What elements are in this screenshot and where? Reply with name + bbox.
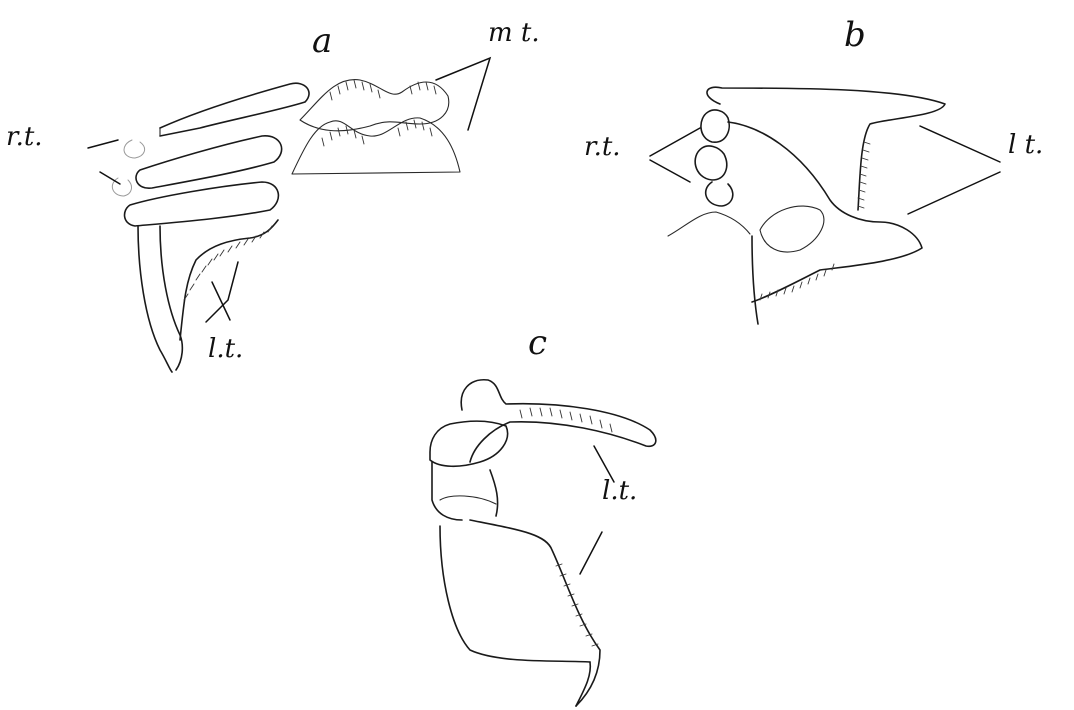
panel-b-rt-label: r.t.	[584, 134, 621, 160]
panel-a-lt-label: l.t.	[208, 336, 243, 362]
panel-b-drawing	[650, 87, 1000, 324]
panel-c-lt-leader-lower	[580, 532, 602, 574]
panel-a-mt-leader	[436, 58, 490, 130]
panel-c-letter: c	[528, 326, 547, 360]
panel-c-neck-left	[432, 462, 462, 520]
panel-c-jaw-outer	[440, 526, 590, 662]
panel-c-jaw-tip	[576, 662, 590, 706]
panel-b-knob-upper	[701, 110, 729, 142]
panel-a-rt-leader-upper	[88, 140, 118, 148]
panel-c-neck-right	[490, 470, 498, 516]
panel-a-jaw-edge	[180, 220, 278, 340]
panel-c-lt-label: l.t.	[602, 478, 637, 504]
panel-a-jaw-left	[138, 226, 172, 372]
panel-a-drawing	[88, 58, 490, 372]
panel-b-body	[728, 122, 922, 302]
panel-b-rt-leader-upper	[650, 128, 700, 156]
panel-b-inner-lobe	[760, 206, 824, 252]
panel-a-jaw-inner	[160, 226, 182, 370]
panel-a-rt-leader-lower	[100, 172, 120, 184]
panel-a-mt-label: m t.	[488, 20, 540, 46]
panel-c-jaw-edge	[470, 520, 600, 706]
panel-b-stem	[752, 236, 758, 324]
panel-a-mt-plate-upper	[300, 80, 449, 131]
panel-b-left-branch	[668, 212, 750, 236]
panel-b-letter: b	[844, 18, 866, 52]
panel-a-serration	[184, 226, 272, 300]
panel-b-knob-lower	[706, 182, 733, 206]
panel-b-lt-label: l t.	[1008, 132, 1043, 158]
panel-a-letter: a	[312, 24, 332, 58]
panel-c-hook-upper	[461, 380, 656, 462]
panel-b-rt-leader-lower	[650, 160, 690, 182]
panel-c-neck-band	[440, 496, 496, 504]
panel-b-lt-leader-upper	[920, 126, 1000, 162]
panel-c-serration	[520, 408, 612, 646]
panel-a-mt-hatching	[322, 80, 436, 146]
panel-a-rt-label: r.t.	[6, 124, 43, 150]
panel-a-lt-leader-left	[206, 262, 238, 322]
panel-a-upper-rod	[160, 83, 309, 136]
panel-b-knob-middle	[695, 146, 727, 180]
panel-a-middle-rod	[136, 136, 282, 188]
panel-a-mt-plate-lower	[292, 118, 460, 174]
panel-b-lt-leader-lower	[908, 172, 1000, 214]
panel-b-upper-blade	[707, 87, 945, 210]
panel-a-faint-knob-upper	[124, 140, 145, 158]
panel-b-serration	[760, 142, 870, 300]
panel-c-knob	[430, 421, 508, 466]
panel-c-drawing	[430, 380, 656, 706]
